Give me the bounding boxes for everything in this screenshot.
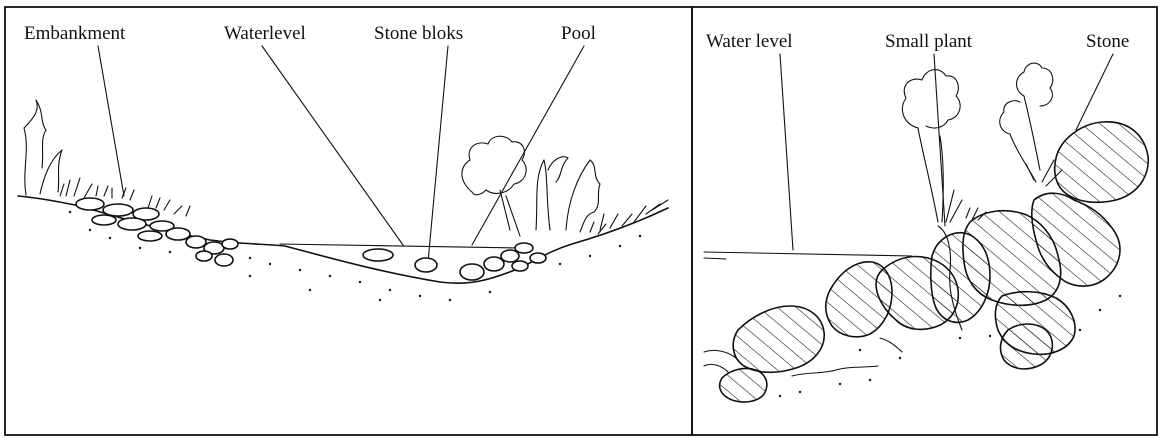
leader-stone (1076, 54, 1113, 130)
label-stone: Stone (1086, 31, 1129, 52)
embankment-stones (76, 198, 238, 266)
water-surface (280, 244, 520, 248)
label-waterlevel: Waterlevel (224, 23, 306, 44)
leader-water-level (780, 54, 793, 250)
hatched-stones (720, 122, 1149, 402)
leader-embankment (98, 46, 124, 196)
label-pool: Pool (561, 23, 596, 44)
label-stone-bloks: Stone bloks (374, 23, 463, 44)
second-plant (1000, 63, 1062, 186)
stone-bank-detail (704, 63, 1148, 402)
stone-blocks (363, 243, 546, 280)
label-embankment: Embankment (24, 23, 126, 44)
pool-cross-section (18, 100, 668, 301)
label-small-plant: Small plant (885, 31, 973, 52)
water-surface-right (704, 252, 912, 256)
label-water-level: Water level (706, 31, 793, 52)
leader-waterlevel (262, 46, 403, 245)
leader-stone-bloks (428, 46, 448, 262)
left-bank-plants (24, 100, 190, 216)
